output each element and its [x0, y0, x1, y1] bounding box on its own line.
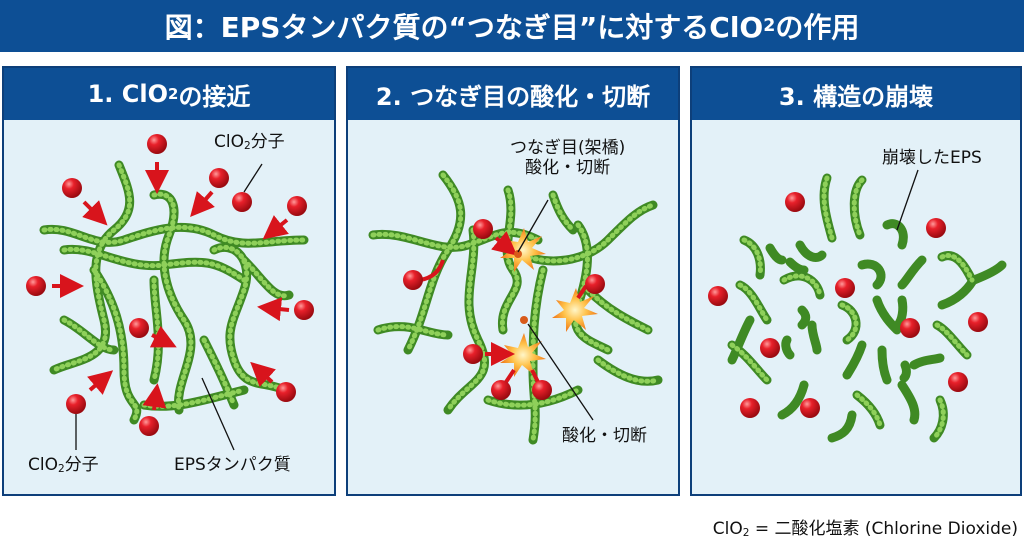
panel-structure-collapse: 3. 構造の崩壊 — [690, 66, 1022, 496]
approach-arrows — [52, 162, 290, 411]
panel-header-oxidation: 2. つなぎ目の酸化・切断 — [348, 68, 678, 120]
label-eps-protein: EPSタンパク質 — [174, 455, 291, 475]
label-subscript: 2 — [243, 140, 251, 153]
clo2-molecules — [26, 134, 314, 436]
reaction-arrows — [419, 231, 588, 384]
label-oxidation-cleavage: 酸化・切断 — [562, 426, 647, 446]
panel-approach: 1. ClO 2 の接近 — [2, 66, 336, 496]
leader-lines — [75, 163, 263, 451]
label-crosslink-line2: 酸化・切断 — [525, 158, 611, 179]
label-text-end: 分子 — [64, 455, 99, 475]
clo2-molecules — [403, 219, 605, 400]
collapsed-eps-illustration — [708, 169, 1007, 443]
eps-fragments — [727, 173, 1007, 443]
eps-protein-chains — [368, 170, 663, 445]
label-crosslink-line1: つなぎ目(架橋) — [510, 138, 626, 158]
panel-oxidation-cleavage: 2. つなぎ目の酸化・切断 — [346, 66, 680, 496]
crosslink-site-marker — [514, 250, 522, 258]
panel-header-collapse: 3. 構造の崩壊 — [692, 68, 1020, 120]
label-text: ClO — [214, 132, 244, 152]
label-clo2-molecule-bottom: ClO2分子 — [28, 455, 99, 475]
header-text: 1. ClO — [87, 80, 169, 108]
clo2-molecules — [708, 192, 988, 418]
label-text: ClO — [28, 455, 58, 475]
oxidation-sparks — [500, 228, 598, 377]
eps-network-illustration — [26, 134, 314, 451]
footnote-subscript: 2 — [742, 527, 750, 540]
panel-body-approach: ClO2分子 ClO2分子 EPSタンパク質 — [4, 120, 334, 494]
title-text-end: の作用 — [775, 11, 860, 44]
panel-body-oxidation: つなぎ目(架橋) 酸化・切断 酸化・切断 — [348, 120, 678, 494]
label-subscript: 2 — [57, 463, 65, 476]
label-clo2-molecule-top: ClO2分子 — [214, 132, 285, 152]
leader-lines — [896, 169, 919, 231]
label-crosslink-oxidation: つなぎ目(架橋) 酸化・切断 — [510, 138, 625, 179]
footnote-text-end: = 二酸化塩素 (Chlorine Dioxide) — [749, 519, 1018, 539]
label-collapsed-eps: 崩壊したEPS — [882, 148, 982, 168]
label-text-end: 分子 — [250, 132, 285, 152]
footnote-text: ClO — [712, 519, 743, 539]
leader-lines — [517, 199, 594, 421]
cleavage-site-marker — [520, 316, 528, 324]
title-text: 図：EPSタンパク質の“つなぎ目”に対するClO — [164, 11, 764, 44]
header-text-end: の接近 — [178, 82, 251, 111]
eps-oxidation-illustration — [368, 170, 663, 445]
footnote-clo2-definition: ClO2 = 二酸化塩素 (Chlorine Dioxide) — [713, 514, 1018, 539]
panel-body-collapse: 崩壊したEPS — [692, 120, 1020, 494]
